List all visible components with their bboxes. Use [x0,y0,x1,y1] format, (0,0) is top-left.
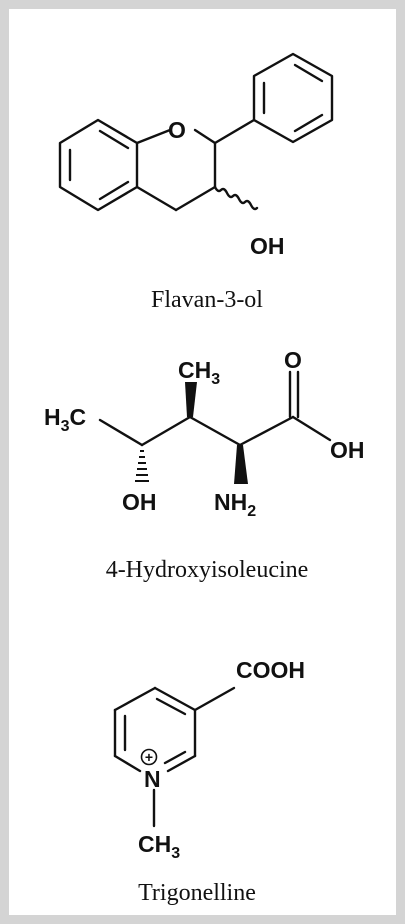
bond [166,754,197,773]
bond [113,686,157,712]
wedge-bond [185,382,197,417]
figure-panel [9,9,396,915]
charge-sign: + [145,749,153,765]
bond [135,185,178,212]
double-bond [293,63,324,83]
bond [193,128,217,145]
caption-flavan-3-ol: Flavan-3-ol [151,287,263,313]
bond [291,415,332,442]
wavy-bond [213,185,259,211]
double-bond [98,180,130,201]
bond [238,415,295,447]
flavan-3-ol-structure: O OH Flavan-3-ol [58,52,334,313]
4-hydroxyisoleucine-structure: H3C CH3 O OH OH NH2 4-Hydroxyisoleucine [44,347,365,583]
hashed-bond [135,450,149,482]
double-bond [293,113,324,133]
caption-4-hydroxyisoleucine: 4-Hydroxyisoleucine [106,557,309,583]
atom-acid-hydroxyl: OH [330,437,365,463]
bond [135,128,172,145]
phenyl-ring-b [252,52,334,144]
benzene-ring-a [58,118,139,212]
atom-hydroxyl: OH [122,489,157,515]
atom-carboxyl: COOH [236,657,305,683]
atom-hydroxyl: OH [250,233,285,259]
atom-amine: NH2 [214,489,256,520]
caption-trigonelline: Trigonelline [138,880,256,906]
bond [188,415,242,447]
bond [113,754,142,773]
atom-methyl-top: CH3 [178,357,220,388]
atom-methyl-left: H3C [44,404,86,435]
bond [193,686,236,712]
bond [213,118,256,145]
double-bond [155,697,187,716]
double-bond [98,129,130,150]
bond [98,418,144,447]
double-bond [163,750,187,765]
wedge-bond [234,445,248,484]
atom-methyl: CH3 [138,831,180,862]
atom-carbonyl-oxygen: O [284,347,302,373]
atom-ring-oxygen: O [168,117,186,143]
bond [140,415,192,447]
bond [153,686,197,712]
atom-nitrogen: N [144,766,161,792]
bond [174,185,217,212]
trigonelline-structure: + COOH N CH3 Trigonelline [113,657,305,906]
positive-charge-icon [140,748,158,766]
